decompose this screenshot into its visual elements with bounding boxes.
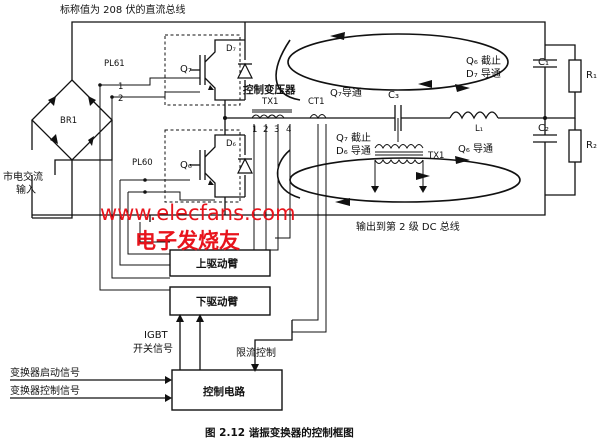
- c3-label: C₃: [388, 90, 399, 101]
- current-flow-loops: [275, 32, 521, 206]
- resistor-r2: [568, 129, 582, 163]
- pl60-label: PL60: [132, 158, 153, 168]
- tx1-top-label: TX1: [261, 97, 278, 107]
- ct1-to-limit: [292, 124, 319, 321]
- dc-bus-label: 标称值为 208 伏的直流总线: [60, 3, 185, 16]
- control-circuit-box: [171, 369, 283, 411]
- upper-drive-box: [169, 249, 271, 277]
- pl61-to-q7-gate: [100, 77, 200, 86]
- pl61-pin1: 1: [118, 82, 123, 92]
- pl61-wire-1: [99, 85, 170, 291]
- tx-pin4: 4: [286, 125, 291, 135]
- upper-drive-label: 上驱动臂: [196, 257, 238, 270]
- output-bus-label: 输出到第 2 级 DC 总线: [356, 220, 460, 233]
- pl60-wire-2-down: [127, 192, 170, 255]
- current-limit-label: 限流控制: [236, 346, 276, 359]
- ct1-return: [292, 124, 327, 333]
- r1-top-wire: [545, 44, 576, 60]
- r1-label: R₁: [586, 70, 597, 81]
- watermark-url: www.elecfans.com: [100, 201, 296, 225]
- inductor-l1: [449, 111, 499, 120]
- current-limit-wire: [254, 320, 293, 368]
- tx-secondary-4: [275, 124, 291, 239]
- ct1-label: CT1: [308, 97, 325, 107]
- br1-label: BR1: [60, 116, 77, 126]
- d7-on-label: D₇ 导通: [466, 68, 501, 80]
- r2-label: R₂: [586, 140, 597, 151]
- dc-bus-top-wire: [71, 21, 185, 80]
- mains-input-label-2: 输入: [16, 183, 36, 196]
- lower-drive-label: 下驱动臂: [196, 295, 238, 308]
- start-signal-label: 变换器启动信号: [10, 366, 80, 379]
- output-transformer-tx1: [371, 118, 427, 193]
- bridge-bottom-wire: [32, 160, 73, 219]
- capacitor-c1: [533, 45, 557, 118]
- c2-label: C₂: [538, 123, 549, 134]
- c1-label: C₁: [538, 57, 549, 68]
- control-circuit-label: 控制电路: [203, 385, 245, 398]
- watermark-name: 电子发烧友: [135, 229, 240, 253]
- q6-label: Q₆: [180, 160, 192, 171]
- q7-label: Q₇: [180, 64, 192, 75]
- extra-drive-wire: [139, 222, 170, 243]
- q6-igbt: D₆ Q₆: [164, 129, 253, 203]
- pl61-to-q7-emitter: [112, 91, 200, 98]
- d6-on-label: D₆ 导通: [336, 145, 371, 157]
- tx-pin1: 1: [252, 125, 257, 135]
- igbt-label: IGBT: [144, 330, 169, 341]
- q6-conduct-label: Q₆ 导通: [458, 143, 493, 155]
- capacitor-c2: [533, 118, 557, 195]
- r2-wires: [545, 118, 576, 196]
- tx-pin3: 3: [274, 125, 279, 135]
- mains-input-label-1: 市电交流: [3, 170, 43, 183]
- dc-bus-bottom-wire: [149, 195, 546, 222]
- lower-drive-box: [169, 286, 271, 316]
- q6-off-label: Q₆ 截止: [466, 54, 501, 67]
- pl61-pin2: 2: [118, 94, 123, 104]
- q7-conduct-label: Q₇导通: [330, 87, 362, 99]
- pl60-to-q6-emitter: [145, 191, 215, 201]
- pl61-wire-2: [111, 97, 170, 279]
- q7-igbt: D₇ Q₇: [164, 34, 253, 106]
- d7-label: D₇: [226, 44, 237, 54]
- tx-secondary-3: [270, 124, 279, 251]
- pl60-wire-1-down: [119, 180, 170, 266]
- q7-off-label: Q₇ 截止: [336, 131, 371, 144]
- figure-caption: 图 2.12 谐振变换器的控制框图: [205, 426, 354, 439]
- control-signal-label: 变换器控制信号: [10, 384, 80, 397]
- d6-label: D₆: [226, 139, 237, 149]
- resistor-r1: [568, 59, 582, 93]
- tx1-mid-label: TX1: [427, 151, 444, 161]
- r1-bottom-wire: [545, 92, 576, 119]
- pl61-label: PL61: [104, 59, 125, 69]
- dc-bus-right-wire: [185, 21, 546, 45]
- control-transformer: 1 2 3 4: [251, 109, 292, 135]
- l1-label: L₁: [475, 124, 483, 134]
- switch-signal-label: 开关信号: [133, 342, 173, 355]
- control-transformer-label: 控制变压器: [243, 83, 296, 96]
